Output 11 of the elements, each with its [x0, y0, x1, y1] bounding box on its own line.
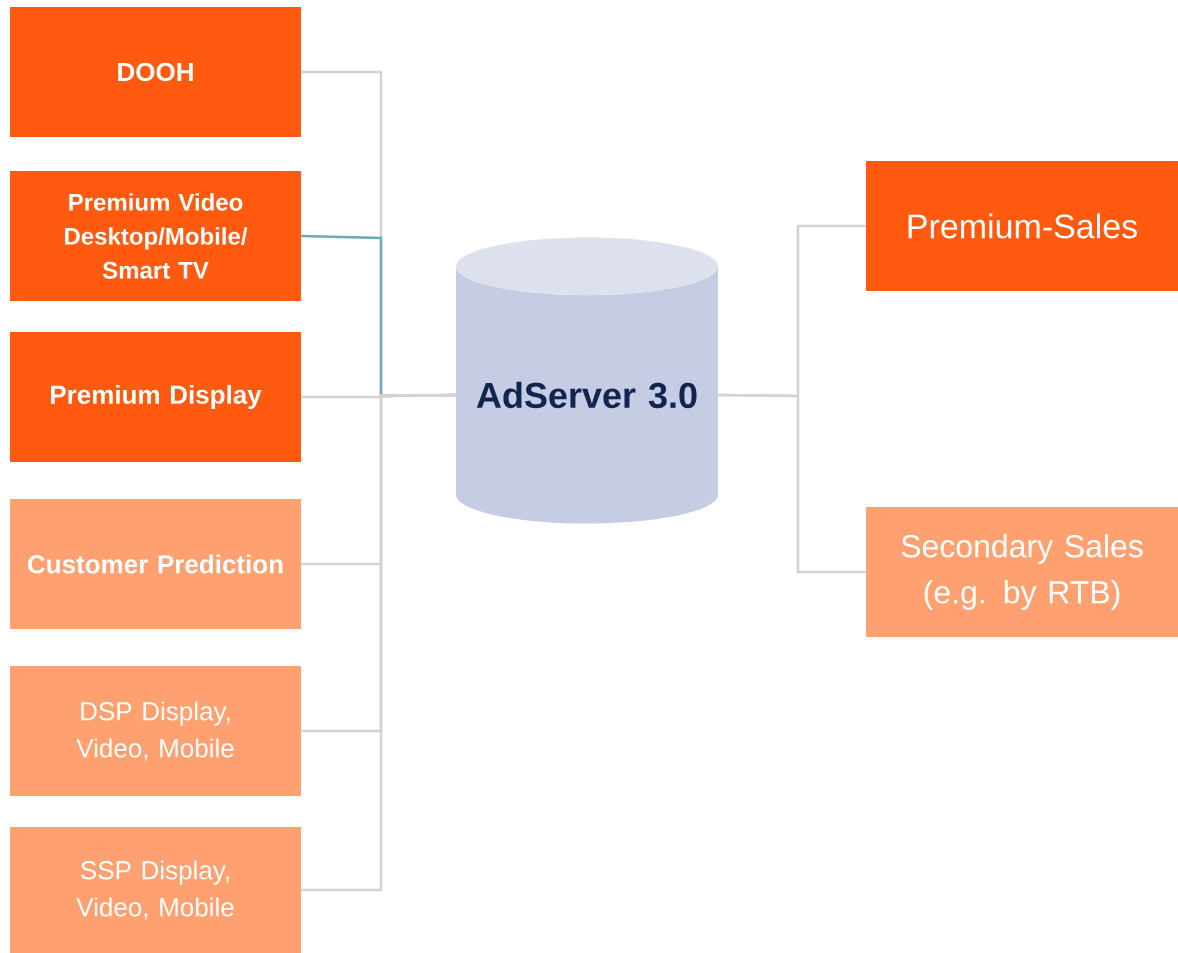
source-box: Premium Display — [10, 332, 301, 462]
source-box: SSP Display, Video, Mobile — [10, 827, 301, 953]
connector-line — [718, 393, 866, 574]
source-box: Premium-Sales — [866, 161, 1178, 291]
source-box: Premium Video Desktop/Mobile/ Smart TV — [10, 171, 301, 301]
connector-line — [301, 393, 456, 892]
database-cylinder: AdServer 3.0 — [456, 237, 718, 524]
source-box: Customer Prediction — [10, 499, 301, 629]
source-box: Secondary Sales (e.g. by RTB) — [866, 507, 1178, 637]
source-box: DOOH — [10, 7, 301, 137]
source-box: DSP Display, Video, Mobile — [10, 666, 301, 796]
